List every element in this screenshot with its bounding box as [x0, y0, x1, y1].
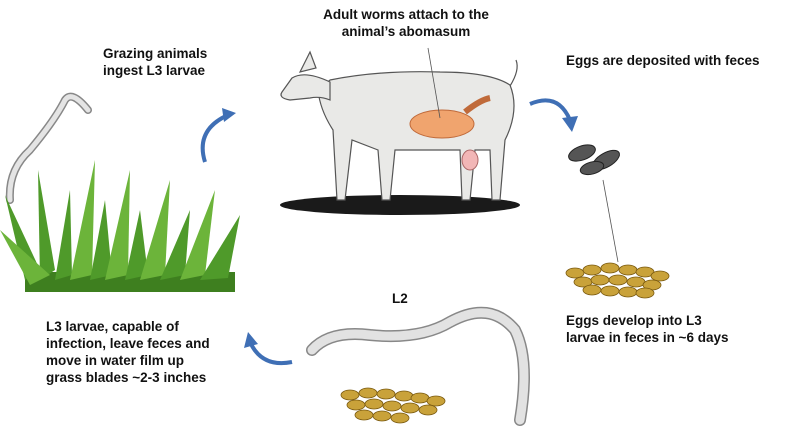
eggs-icon [568, 144, 620, 176]
eggs-develop-line2: larvae in feces in ~6 days [566, 330, 729, 345]
eggs-develop-line1: Eggs develop into L3 [566, 313, 702, 328]
l3-larva-worm [5, 92, 92, 204]
abomasum-icon [409, 109, 475, 139]
grass-illustration [0, 160, 240, 292]
grazing-label: Grazing animals ingest L3 larvae [103, 45, 207, 79]
cycle-arrows [200, 98, 578, 365]
l3-line4: grass blades ~2-3 inches [46, 370, 207, 385]
l3-larvae-label: L3 larvae, capable of infection, leave f… [46, 318, 210, 386]
l2-label: L2 [392, 291, 408, 306]
eggs-develop-label: Eggs develop into L3 larvae in feces in … [566, 312, 728, 346]
goat-shadow [280, 195, 520, 215]
udder [461, 149, 479, 171]
feces-pellets-bottom [340, 387, 446, 424]
grazing-line1: Grazing animals [103, 46, 208, 61]
abomasum-pointer [427, 47, 441, 119]
l3-line3: move in water film up [46, 353, 185, 368]
l2-larva-worm [306, 306, 530, 426]
grazing-line2: ingest L3 larvae [103, 63, 206, 78]
eggs-deposited-label: Eggs are deposited with feces [566, 53, 760, 68]
feces-pellets-right [565, 262, 670, 299]
l3-line2: infection, leave feces and [46, 336, 210, 351]
goat-illustration [280, 50, 518, 201]
adult-worms-line1: Adult worms attach to the [323, 7, 489, 22]
adult-worms-line2: animal’s abomasum [341, 24, 471, 39]
adult-worms-label: Adult worms attach to the animal’s aboma… [320, 6, 492, 40]
l3-line1: L3 larvae, capable of [46, 319, 179, 334]
